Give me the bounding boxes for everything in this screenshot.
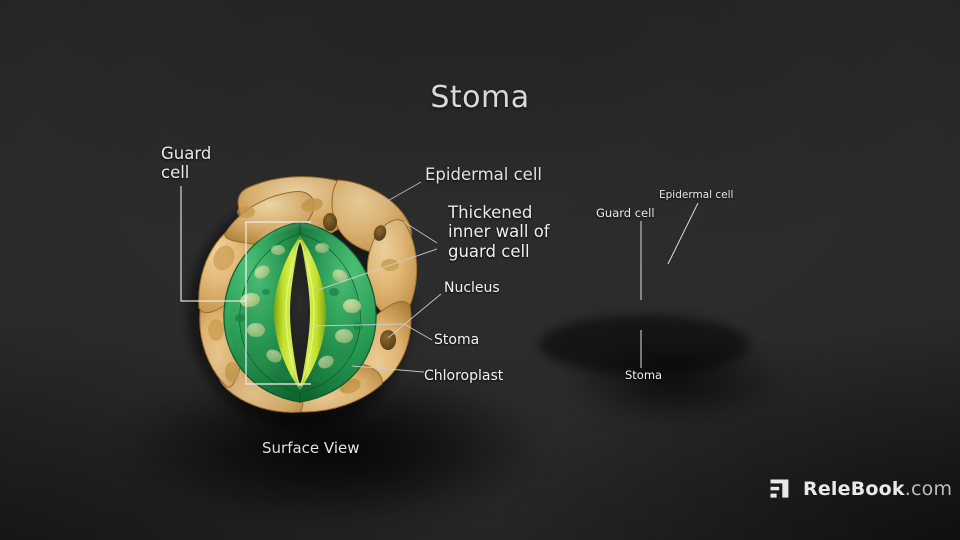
watermark-tld: .com <box>904 478 953 500</box>
watermark: ReleBook.com <box>768 476 952 502</box>
watermark-brand: ReleBook <box>803 478 905 500</box>
relebook-r-logo-icon <box>770 479 789 498</box>
watermark-text: ReleBook.com <box>803 478 952 500</box>
